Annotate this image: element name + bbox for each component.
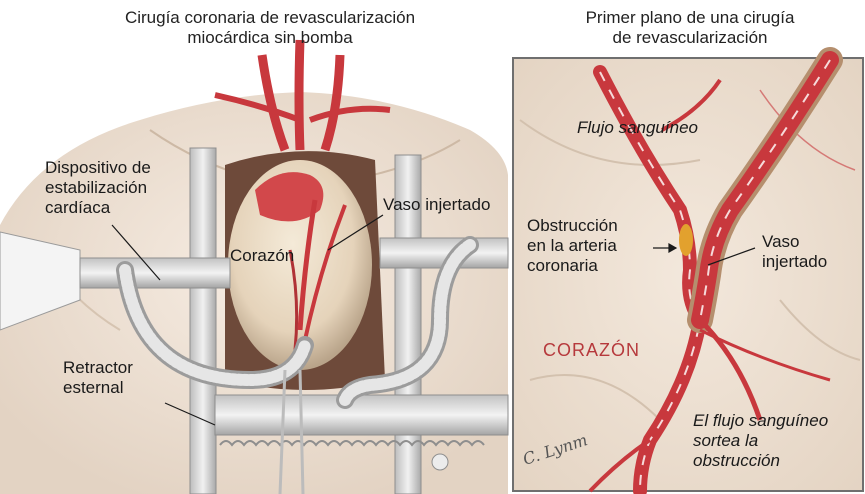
graft-label: Vaso injertado: [383, 195, 490, 215]
retractor-label: Retractor esternal: [63, 358, 133, 398]
bypass-label-line2: sortea la: [693, 431, 828, 451]
left-title-line1: Cirugía coronaria de revascularización: [80, 8, 460, 28]
flow-label: Flujo sanguíneo: [577, 118, 698, 138]
obstruction-label-line1: Obstrucción: [527, 216, 618, 236]
bypass-label-line1: El flujo sanguíneo: [693, 411, 828, 431]
right-panel-title: Primer plano de una cirugía de revascula…: [520, 8, 860, 48]
closeup-graft-label: Vaso injertado: [762, 232, 827, 272]
bypass-label: El flujo sanguíneo sortea la obstrucción: [693, 411, 828, 471]
right-title-line1: Primer plano de una cirugía: [520, 8, 860, 28]
heart-closeup-label: CORAZÓN: [543, 340, 640, 360]
obstruction-label-line2: en la arteria: [527, 236, 618, 256]
closeup-graft-line2: injertado: [762, 252, 827, 272]
stabilizer-label: Dispositivo de estabilización cardíaca: [45, 158, 151, 218]
retractor-label-line1: Retractor: [63, 358, 133, 378]
obstruction-label: Obstrucción en la arteria coronaria: [527, 216, 618, 276]
closeup-graft-line1: Vaso: [762, 232, 827, 252]
right-title-line2: de revascularización: [520, 28, 860, 48]
left-panel-title: Cirugía coronaria de revascularización m…: [80, 8, 460, 48]
retractor-label-line2: esternal: [63, 378, 133, 398]
stabilizer-label-line3: cardíaca: [45, 198, 151, 218]
obstruction-label-line3: coronaria: [527, 256, 618, 276]
bypass-label-line3: obstrucción: [693, 451, 828, 471]
stabilizer-label-line1: Dispositivo de: [45, 158, 151, 178]
heart-label: Corazón: [230, 246, 294, 266]
stabilizer-label-line2: estabilización: [45, 178, 151, 198]
left-title-line2: miocárdica sin bomba: [80, 28, 460, 48]
